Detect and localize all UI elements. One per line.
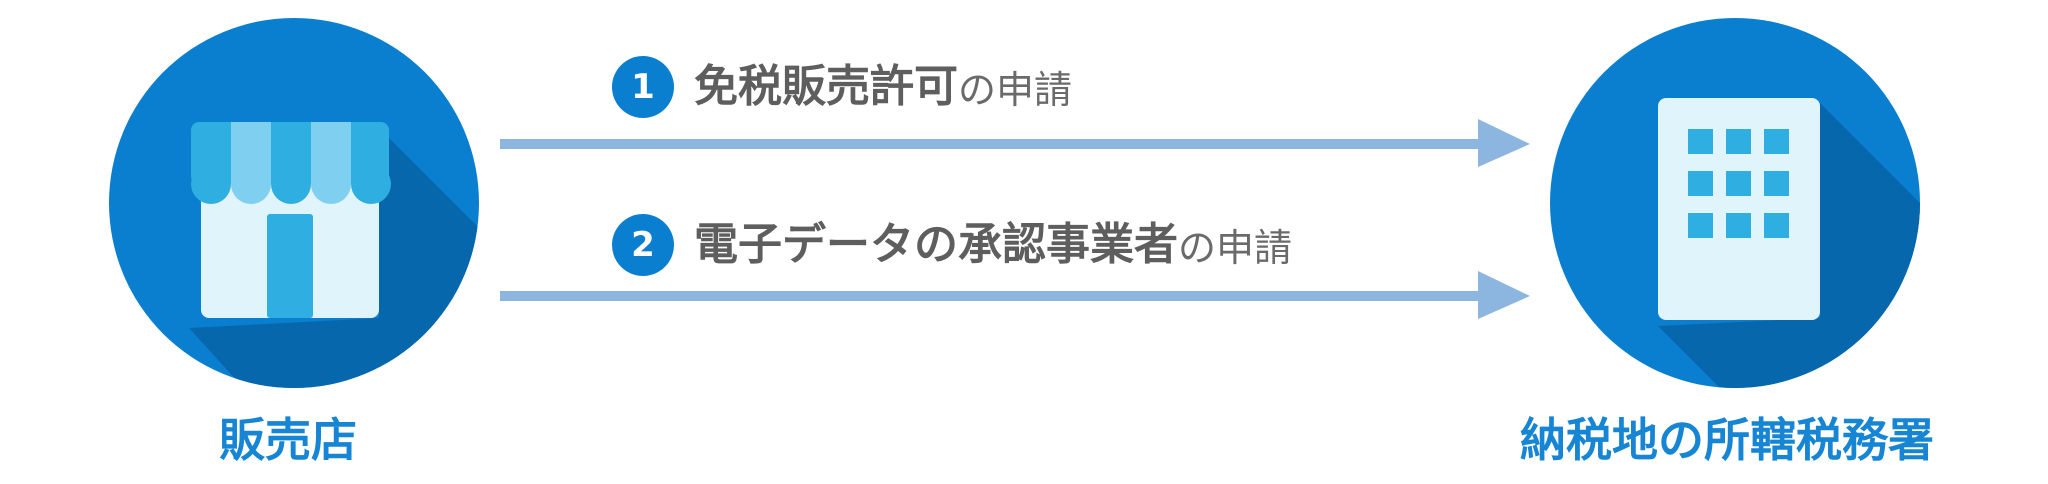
step-2-title: 電子データの承認事業者 bbox=[694, 219, 1178, 270]
step-2-number-badge: 2 bbox=[612, 214, 674, 276]
step-1-arrow bbox=[500, 116, 1530, 170]
right-arrow-icon bbox=[500, 271, 1530, 319]
step-2-suffix: の申請 bbox=[1178, 226, 1293, 270]
shop-node bbox=[109, 18, 479, 388]
tax-office-node bbox=[1550, 18, 1920, 388]
right-arrow-icon bbox=[500, 119, 1530, 167]
step-1-number-badge: 1 bbox=[612, 56, 674, 118]
shop-label: 販売店 bbox=[219, 413, 357, 467]
step-1-title: 免税販売許可 bbox=[694, 61, 958, 112]
storefront-icon bbox=[109, 18, 479, 388]
office-building-icon bbox=[1550, 18, 1920, 388]
step-2-arrow bbox=[500, 268, 1530, 322]
step-2: 2 電子データの承認事業者 の申請 bbox=[612, 210, 1292, 280]
step-1-suffix: の申請 bbox=[958, 68, 1073, 112]
step-1: 1 免税販売許可 の申請 bbox=[612, 52, 1072, 122]
tax-office-label: 納税地の所轄税務署 bbox=[1520, 413, 1934, 467]
